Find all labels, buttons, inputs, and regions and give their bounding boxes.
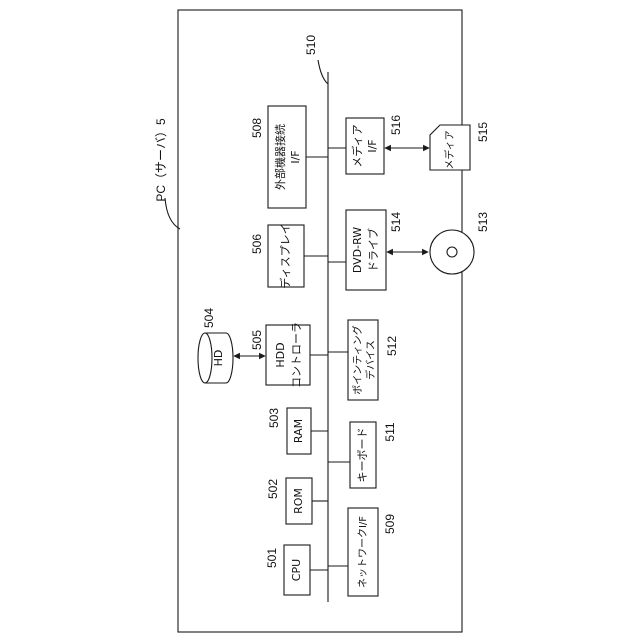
hdd-controller-label-line1: HDD (274, 342, 287, 367)
network-if-label: ネットワークI/F (357, 516, 369, 588)
rom-number: 502 (266, 479, 280, 499)
display-label: ディスプレイ (278, 223, 292, 288)
media-label: メディア (443, 130, 456, 169)
media-if-label-line1: メディア (350, 124, 364, 167)
hd-number: 504 (202, 308, 216, 328)
media-number: 515 (476, 122, 490, 142)
media-if-number: 516 (389, 115, 403, 135)
hdd-controller-label-line2: コントローラ (290, 322, 303, 388)
disk-number: 513 (476, 212, 490, 232)
cpu-label: CPU (290, 559, 303, 581)
cpu-number: 501 (265, 548, 279, 568)
external-if-label-line1: 外部機器接続 (273, 124, 287, 190)
media-if-label-line2: I/F (366, 139, 379, 152)
pc-frame (178, 10, 462, 632)
hd-label: HD (212, 350, 225, 367)
dvd-drive-number: 514 (389, 212, 403, 232)
network-if-number: 509 (383, 514, 397, 534)
rom-label: ROM (292, 488, 305, 514)
external-if-label-line2: I/F (289, 150, 302, 163)
disk-icon (430, 230, 474, 274)
ram-label: RAM (292, 419, 305, 443)
keyboard-label: キーボード (356, 428, 369, 483)
dvd-drive-label-line1: DVD-RW (351, 227, 364, 273)
bus-number: 510 (304, 35, 318, 55)
external-if-number: 508 (250, 118, 264, 138)
pc-frame-label: PC（サーバ）5 (154, 118, 168, 202)
ram-number: 503 (267, 408, 281, 428)
hdd-controller-number: 505 (250, 330, 264, 350)
pointing-device-number: 512 (385, 336, 399, 356)
bus-leader (318, 60, 328, 84)
pointing-device-label-line1: ポインティング (351, 325, 364, 394)
dvd-drive-label-line2: ドライブ (366, 228, 380, 272)
hdd-controller-box (266, 325, 310, 385)
display-number: 506 (250, 234, 264, 254)
pointing-device-label-line2: デバイス (364, 340, 377, 380)
keyboard-number: 511 (383, 422, 397, 441)
